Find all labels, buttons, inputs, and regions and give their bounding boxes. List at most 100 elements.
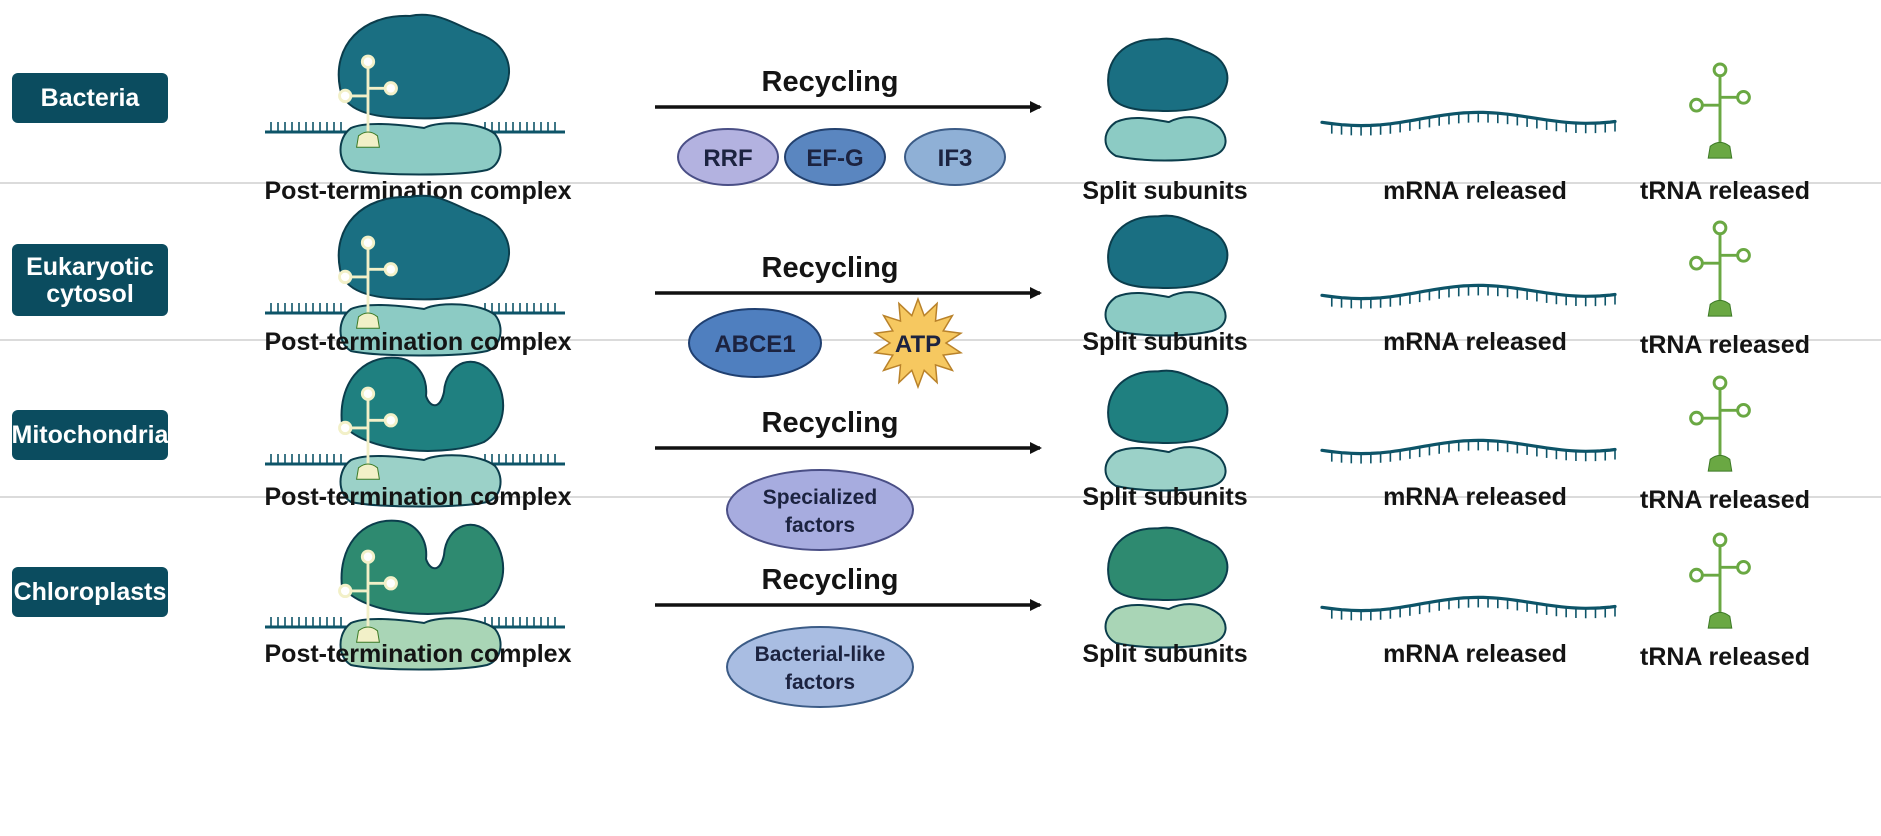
split-small-subunit [1104, 116, 1227, 162]
factor-oval [688, 308, 822, 378]
released-trna [1689, 532, 1751, 629]
complex-label: Post-termination complex [265, 640, 572, 668]
factor-oval [904, 128, 1006, 186]
split-small-subunit [1104, 603, 1227, 649]
trna-released-label: tRNA released [1640, 177, 1810, 205]
bound-trna [338, 235, 398, 329]
atp-star [873, 296, 963, 390]
small-subunit [339, 303, 502, 357]
post-termination-complex [265, 13, 565, 176]
split-subunits [1104, 214, 1229, 337]
trna-right-loop [383, 262, 398, 277]
split-subunits-label: Split subunits [1082, 328, 1247, 356]
badge-background [12, 567, 168, 617]
bound-trna [338, 549, 398, 643]
split-large-subunit [1107, 526, 1229, 602]
badge-background [12, 410, 168, 460]
factor-label: ATP [895, 331, 941, 358]
trna-released-label: tRNA released [1640, 331, 1810, 359]
organism-badge: Bacteria [12, 73, 168, 123]
factor-label: factors [785, 671, 855, 694]
large-subunit [337, 194, 510, 301]
trna-top-loop [360, 54, 376, 69]
factor-label: Bacterial-like [755, 643, 886, 666]
bound-trna [338, 386, 398, 480]
recycling-label: Recycling [762, 407, 899, 439]
complex-label: Post-termination complex [265, 328, 572, 356]
badge-background [12, 244, 168, 316]
large-subunit [337, 13, 510, 120]
trna-anticodon-base [1707, 141, 1733, 159]
factor-label: RRF [703, 145, 752, 172]
small-subunit [339, 122, 502, 176]
factor-label: ABCE1 [714, 331, 795, 358]
factor-abce1: ABCE1 [688, 308, 822, 378]
recycling-label: Recycling [762, 252, 899, 284]
released-mrna [1320, 110, 1617, 136]
trna-left-loop [338, 269, 353, 285]
trna-anticodon-base [356, 131, 380, 148]
trna-right-loop [1736, 247, 1751, 263]
trna-anticodon-base [1707, 611, 1733, 629]
split-large-subunit [1107, 214, 1229, 290]
trna-right-loop [1736, 559, 1751, 575]
released-trna [1689, 62, 1751, 159]
trna-top-loop [1712, 375, 1728, 391]
trna-right-loop [1736, 89, 1751, 105]
organism-badge: Chloroplasts [12, 567, 168, 617]
bound-trna [338, 54, 398, 148]
large-subunit [340, 519, 505, 615]
small-subunit [339, 454, 502, 508]
split-subunits-label: Split subunits [1082, 640, 1247, 668]
factor-atp: ATP [873, 296, 963, 390]
factor-bacterial-like: Bacterial-like factors [726, 626, 914, 708]
split-small-subunit [1104, 291, 1227, 337]
split-subunits [1104, 526, 1229, 649]
released-mrna [1320, 595, 1617, 621]
factor-oval [726, 626, 914, 708]
trna-top-loop [360, 549, 376, 564]
split-large-subunit [1107, 369, 1229, 445]
mrna-released-label: mRNA released [1383, 328, 1567, 356]
trna-left-loop [1689, 255, 1704, 271]
trna-top-loop [1712, 62, 1728, 78]
post-termination-complex [265, 356, 565, 508]
trna-left-loop [1689, 567, 1704, 583]
trna-top-loop [1712, 532, 1728, 548]
released-trna [1689, 220, 1751, 317]
factor-if3: IF3 [904, 128, 1006, 186]
trna-left-loop [1689, 410, 1704, 426]
factor-rrf: RRF [677, 128, 779, 186]
factor-label: factors [785, 514, 855, 537]
trna-released-label: tRNA released [1640, 486, 1810, 514]
factor-ef-g: EF-G [784, 128, 886, 186]
recycling-label: Recycling [762, 564, 899, 596]
trna-right-loop [383, 81, 398, 96]
badge-background [12, 73, 168, 123]
post-termination-complex [265, 519, 565, 671]
factor-oval [677, 128, 779, 186]
post-termination-complex [265, 194, 565, 357]
factor-oval [784, 128, 886, 186]
trna-left-loop [1689, 97, 1704, 113]
badge-label: Bacteria [41, 84, 141, 112]
factor-label: IF3 [938, 145, 973, 172]
split-small-subunit [1104, 446, 1227, 492]
trna-right-loop [383, 413, 398, 428]
organism-badge: Mitochondria [12, 410, 170, 460]
released-mrna [1320, 283, 1617, 309]
trna-top-loop [1712, 220, 1728, 236]
trna-left-loop [338, 420, 353, 436]
mrna-released-label: mRNA released [1383, 640, 1567, 668]
trna-anticodon-base [356, 312, 380, 329]
trna-anticodon-base [1707, 454, 1733, 472]
trna-left-loop [338, 88, 353, 104]
mrna-released-label: mRNA released [1383, 483, 1567, 511]
